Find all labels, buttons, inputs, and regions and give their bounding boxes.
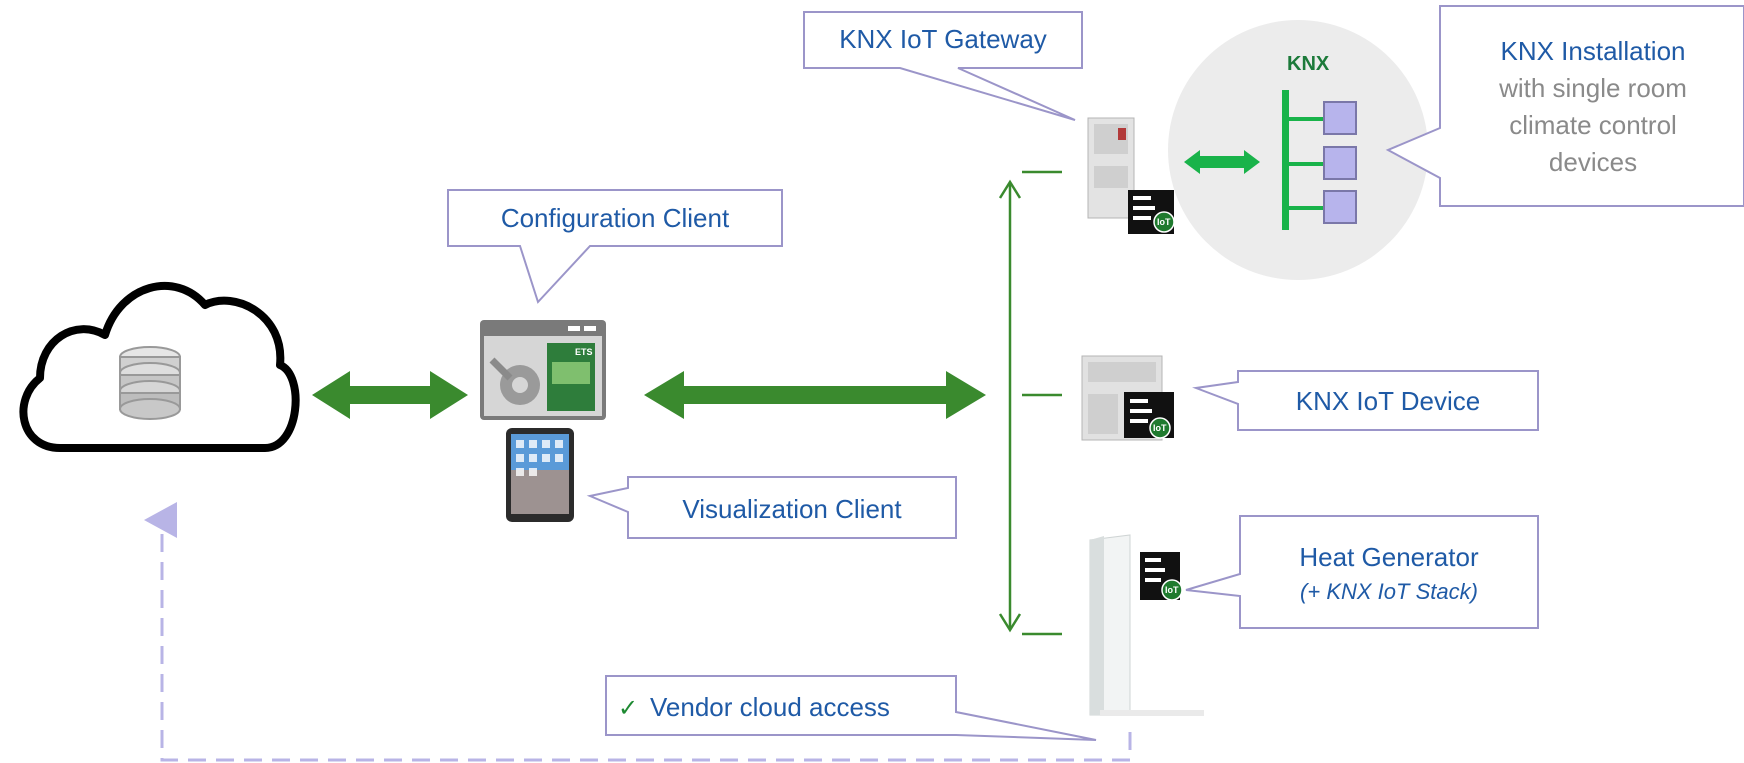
ets-badge-label: ETS (575, 347, 593, 357)
heat-generator-subtitle: (+ KNX IoT Stack) (1300, 579, 1478, 604)
vendor-cloud-callout: ✓ Vendor cloud access (605, 675, 1097, 741)
configuration-app-icon[interactable]: ETS (480, 320, 606, 420)
device-iot-badge: IoT (1153, 423, 1167, 433)
vendor-cloud-dashed-path (144, 502, 1132, 762)
device-callout-text: KNX IoT Device (1296, 386, 1480, 416)
vendor-cloud-text: Vendor cloud access (650, 692, 890, 722)
iot-device-icon[interactable]: IoT (1081, 355, 1174, 441)
cloud-client-arrow (312, 371, 468, 419)
gateway-callout-text: KNX IoT Gateway (839, 24, 1047, 54)
device-callout: KNX IoT Device (1192, 370, 1539, 431)
check-icon: ✓ (618, 694, 638, 722)
config-client-callout-text: Configuration Client (501, 203, 730, 233)
gateway-callout: KNX IoT Gateway (803, 11, 1083, 121)
tablet-icon[interactable] (506, 428, 574, 522)
installation-callout: KNX Installation with single room climat… (1385, 5, 1744, 207)
cloud-database-icon[interactable] (19, 281, 300, 452)
knx-logo: KNX (1287, 53, 1330, 75)
gateway-iot-badge: IoT (1157, 217, 1171, 227)
heat-generator-icon[interactable]: IoT (1089, 534, 1204, 716)
visualization-callout: Visualization Client (586, 476, 957, 539)
visualization-callout-text: Visualization Client (682, 494, 902, 524)
client-devices-arrow (644, 371, 986, 419)
config-client-callout: Configuration Client (447, 189, 783, 304)
installation-line-2: climate control (1509, 110, 1677, 140)
heat-generator-callout: Heat Generator (+ KNX IoT Stack) (1185, 515, 1539, 629)
installation-line-3: devices (1549, 147, 1637, 177)
gateway-device-icon[interactable]: IoT (1087, 117, 1175, 234)
knx-installation-group: KNX (1168, 20, 1428, 280)
knx-bus-icon (1282, 90, 1357, 230)
heater-iot-badge: IoT (1165, 585, 1179, 595)
device-bus-arrow (998, 170, 1062, 636)
installation-line-1: with single room (1498, 73, 1687, 103)
heat-generator-title: Heat Generator (1299, 542, 1479, 572)
installation-title: KNX Installation (1501, 36, 1686, 66)
